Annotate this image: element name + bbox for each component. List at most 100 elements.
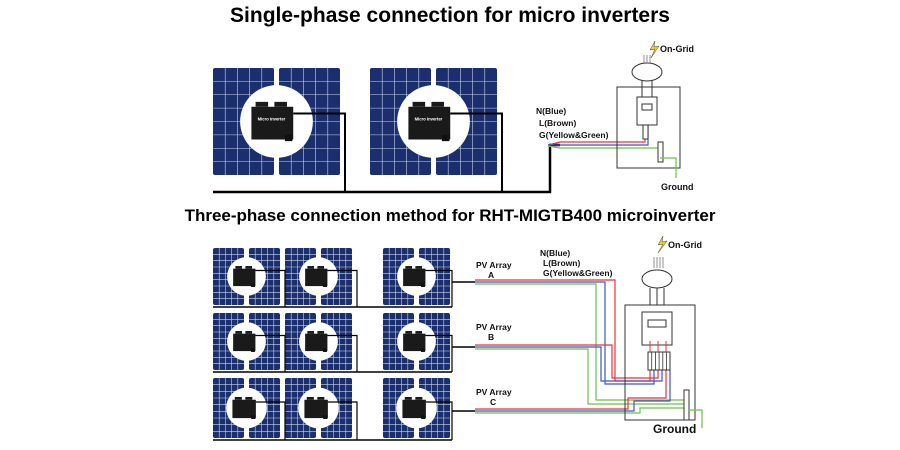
junction-box [251, 415, 256, 420]
micro-inverter [233, 268, 256, 287]
earth-wire [660, 157, 677, 178]
junction-box [322, 348, 327, 352]
inverter-bracket [274, 101, 287, 107]
inverter-bracket [405, 331, 413, 334]
solar-panel [285, 313, 352, 370]
micro-inverter [408, 106, 451, 140]
micro-inverter [304, 399, 328, 419]
earth-wire [689, 409, 703, 428]
lightning-bolt-icon [657, 235, 668, 254]
three-phase-title: Three-phase connection method for RHT-MI… [184, 206, 716, 225]
solar-panel: Micro Inverter [370, 68, 497, 175]
inverter-bracket [245, 266, 253, 269]
ac-cable [450, 112, 503, 192]
inverter-label: Micro Inverter [415, 117, 443, 122]
solar-panel [213, 313, 280, 370]
ac-cable [255, 401, 286, 440]
pv-array-b-label: PV Array [476, 322, 512, 332]
micro-inverter [233, 333, 256, 352]
distribution-box [624, 304, 696, 421]
micro-inverter [305, 333, 328, 352]
micro-inverter [403, 333, 426, 352]
meter-display [641, 103, 653, 111]
breaker [642, 124, 649, 140]
ground-wire [547, 145, 658, 149]
junction-box [322, 283, 327, 287]
micro-inverter [232, 399, 256, 419]
wire-label-n-3p: N(Blue) [540, 248, 570, 258]
ground-wire [475, 407, 688, 414]
ac-cable [425, 401, 453, 440]
distribution-box [616, 86, 681, 169]
wire-label-l-3p: L(Brown) [543, 258, 580, 268]
inverter-label: Micro Inverter [258, 117, 286, 122]
inverter-bracket [307, 266, 315, 269]
junction-box [420, 283, 425, 287]
micro-inverter [403, 268, 426, 287]
inverter-bracket [405, 266, 413, 269]
inverter-bracket [235, 331, 243, 334]
junction-box [250, 283, 255, 287]
inverter-bracket [245, 331, 253, 334]
inverter-bracket [306, 396, 314, 400]
solar-panel [285, 378, 352, 438]
ground-wire [475, 283, 688, 401]
ac-cable [255, 269, 286, 307]
pv-array-c-label: PV Array [476, 387, 512, 397]
meter-display [647, 319, 667, 328]
ground-wire [475, 348, 688, 405]
ac-cable [327, 269, 358, 307]
ac-cable [425, 334, 453, 372]
micro-inverter [305, 268, 328, 287]
energy-meter [641, 311, 673, 346]
junction-box [420, 348, 425, 352]
micro-inverter [402, 399, 426, 419]
solar-panel [383, 248, 450, 305]
inverter-bracket [235, 266, 243, 269]
inverter-bracket [415, 331, 423, 334]
ground-bar [683, 389, 690, 421]
ac-cable [425, 269, 453, 307]
solar-panel [285, 248, 352, 305]
junction-box [250, 348, 255, 352]
inverter-bracket [317, 331, 325, 334]
on-grid-label: On-Grid [660, 44, 694, 54]
lightning-bolt-icon [649, 40, 660, 59]
ac-cable [255, 334, 286, 372]
inverter-bracket [255, 101, 269, 107]
pv-array-a-label: PV Array [476, 260, 512, 270]
neutral-wire [475, 346, 663, 382]
solar-panel [213, 248, 280, 305]
wire-label-g: G(Yellow&Green) [539, 130, 609, 140]
pv-array-a-letter: A [488, 270, 494, 280]
pv-array-c-letter: C [490, 397, 496, 407]
single-phase-title: Single-phase connection for micro invert… [230, 4, 670, 27]
micro-inverter [251, 106, 294, 140]
solar-panel [383, 378, 450, 438]
wire-label-g-3p: G(Yellow&Green) [543, 268, 613, 278]
junction-box [441, 134, 450, 142]
junction-box [323, 415, 328, 420]
inverter-bracket [317, 396, 325, 400]
junction-box [421, 415, 426, 420]
ground-bar [657, 141, 664, 163]
neutral-wire [475, 370, 671, 412]
inverter-bracket [234, 396, 242, 400]
wire-label-l: L(Brown) [539, 118, 576, 128]
inverter-bracket [412, 101, 426, 107]
wire-label-n: N(Blue) [536, 106, 566, 116]
energy-meter [636, 96, 658, 126]
junction-box [284, 134, 293, 142]
inverter-bracket [317, 266, 325, 269]
live-wire [475, 370, 667, 410]
ac-cable [327, 401, 358, 440]
solar-panel [383, 313, 450, 370]
on-grid-label-3p: On-Grid [668, 240, 702, 250]
ac-cable [327, 334, 358, 372]
pv-array-b-letter: B [488, 332, 494, 342]
inverter-bracket [415, 266, 423, 269]
inverter-bracket [404, 396, 412, 400]
inverter-bracket [307, 331, 315, 334]
